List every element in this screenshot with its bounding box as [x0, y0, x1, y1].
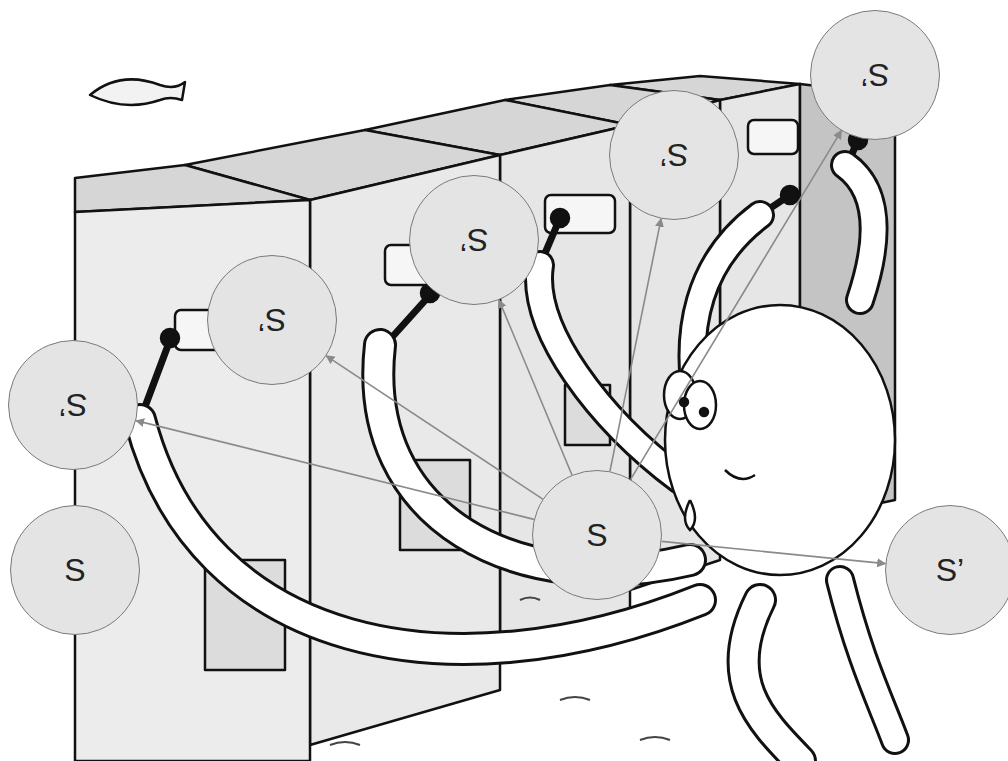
sea-floor-marks	[330, 598, 670, 746]
state-circle: S’	[609, 90, 739, 220]
machine-reels	[748, 120, 798, 154]
tentacle-outline	[743, 600, 800, 761]
state-label: S’	[861, 59, 889, 91]
floor-mark	[560, 697, 590, 700]
tentacle	[743, 600, 800, 761]
state-circle: S’	[207, 255, 337, 385]
state-label: S’	[460, 224, 488, 256]
fish-sketch	[90, 79, 185, 105]
tentacle-outline	[845, 165, 874, 300]
octopus-eye	[684, 381, 716, 429]
state-circle: S’	[810, 10, 940, 140]
state-circle: S	[532, 470, 662, 600]
octopus-tentacles	[140, 165, 895, 761]
state-circle: S	[10, 505, 140, 635]
octopus-tongue	[685, 500, 695, 530]
octopus-pupil	[680, 398, 688, 406]
tentacle	[140, 420, 700, 649]
fish-body	[90, 79, 185, 105]
tentacle	[845, 165, 874, 300]
octopus-body	[665, 305, 895, 575]
transition-arrow	[662, 541, 886, 563]
state-label: S’	[660, 139, 688, 171]
machine-knob	[551, 209, 569, 227]
tentacle-outline	[840, 580, 895, 740]
state-label: S’	[59, 389, 87, 421]
transition-arrow	[136, 421, 534, 520]
transition-arrow	[499, 300, 572, 475]
state-circle: S’	[409, 175, 539, 305]
floor-mark	[520, 598, 540, 601]
octopus-mouth	[725, 470, 755, 479]
state-label: S’	[258, 304, 286, 336]
state-circle: S’	[885, 505, 1008, 635]
tentacle	[840, 580, 895, 740]
state-label: S	[586, 519, 607, 551]
state-circle: S’	[8, 340, 138, 470]
slot-machines	[75, 76, 895, 761]
transition-arrow	[326, 356, 543, 499]
tentacle	[539, 265, 680, 480]
tentacle-outline	[539, 265, 680, 480]
transition-arrow	[610, 219, 661, 472]
state-label: S	[64, 554, 85, 586]
octopus-head	[664, 305, 895, 575]
machine-knob	[161, 329, 179, 347]
floor-mark	[330, 742, 360, 745]
machine-knob	[781, 186, 799, 204]
floor-mark	[640, 737, 670, 740]
tentacle-outline	[140, 420, 700, 649]
state-label: S’	[936, 554, 964, 586]
octopus-pupil	[700, 408, 708, 416]
